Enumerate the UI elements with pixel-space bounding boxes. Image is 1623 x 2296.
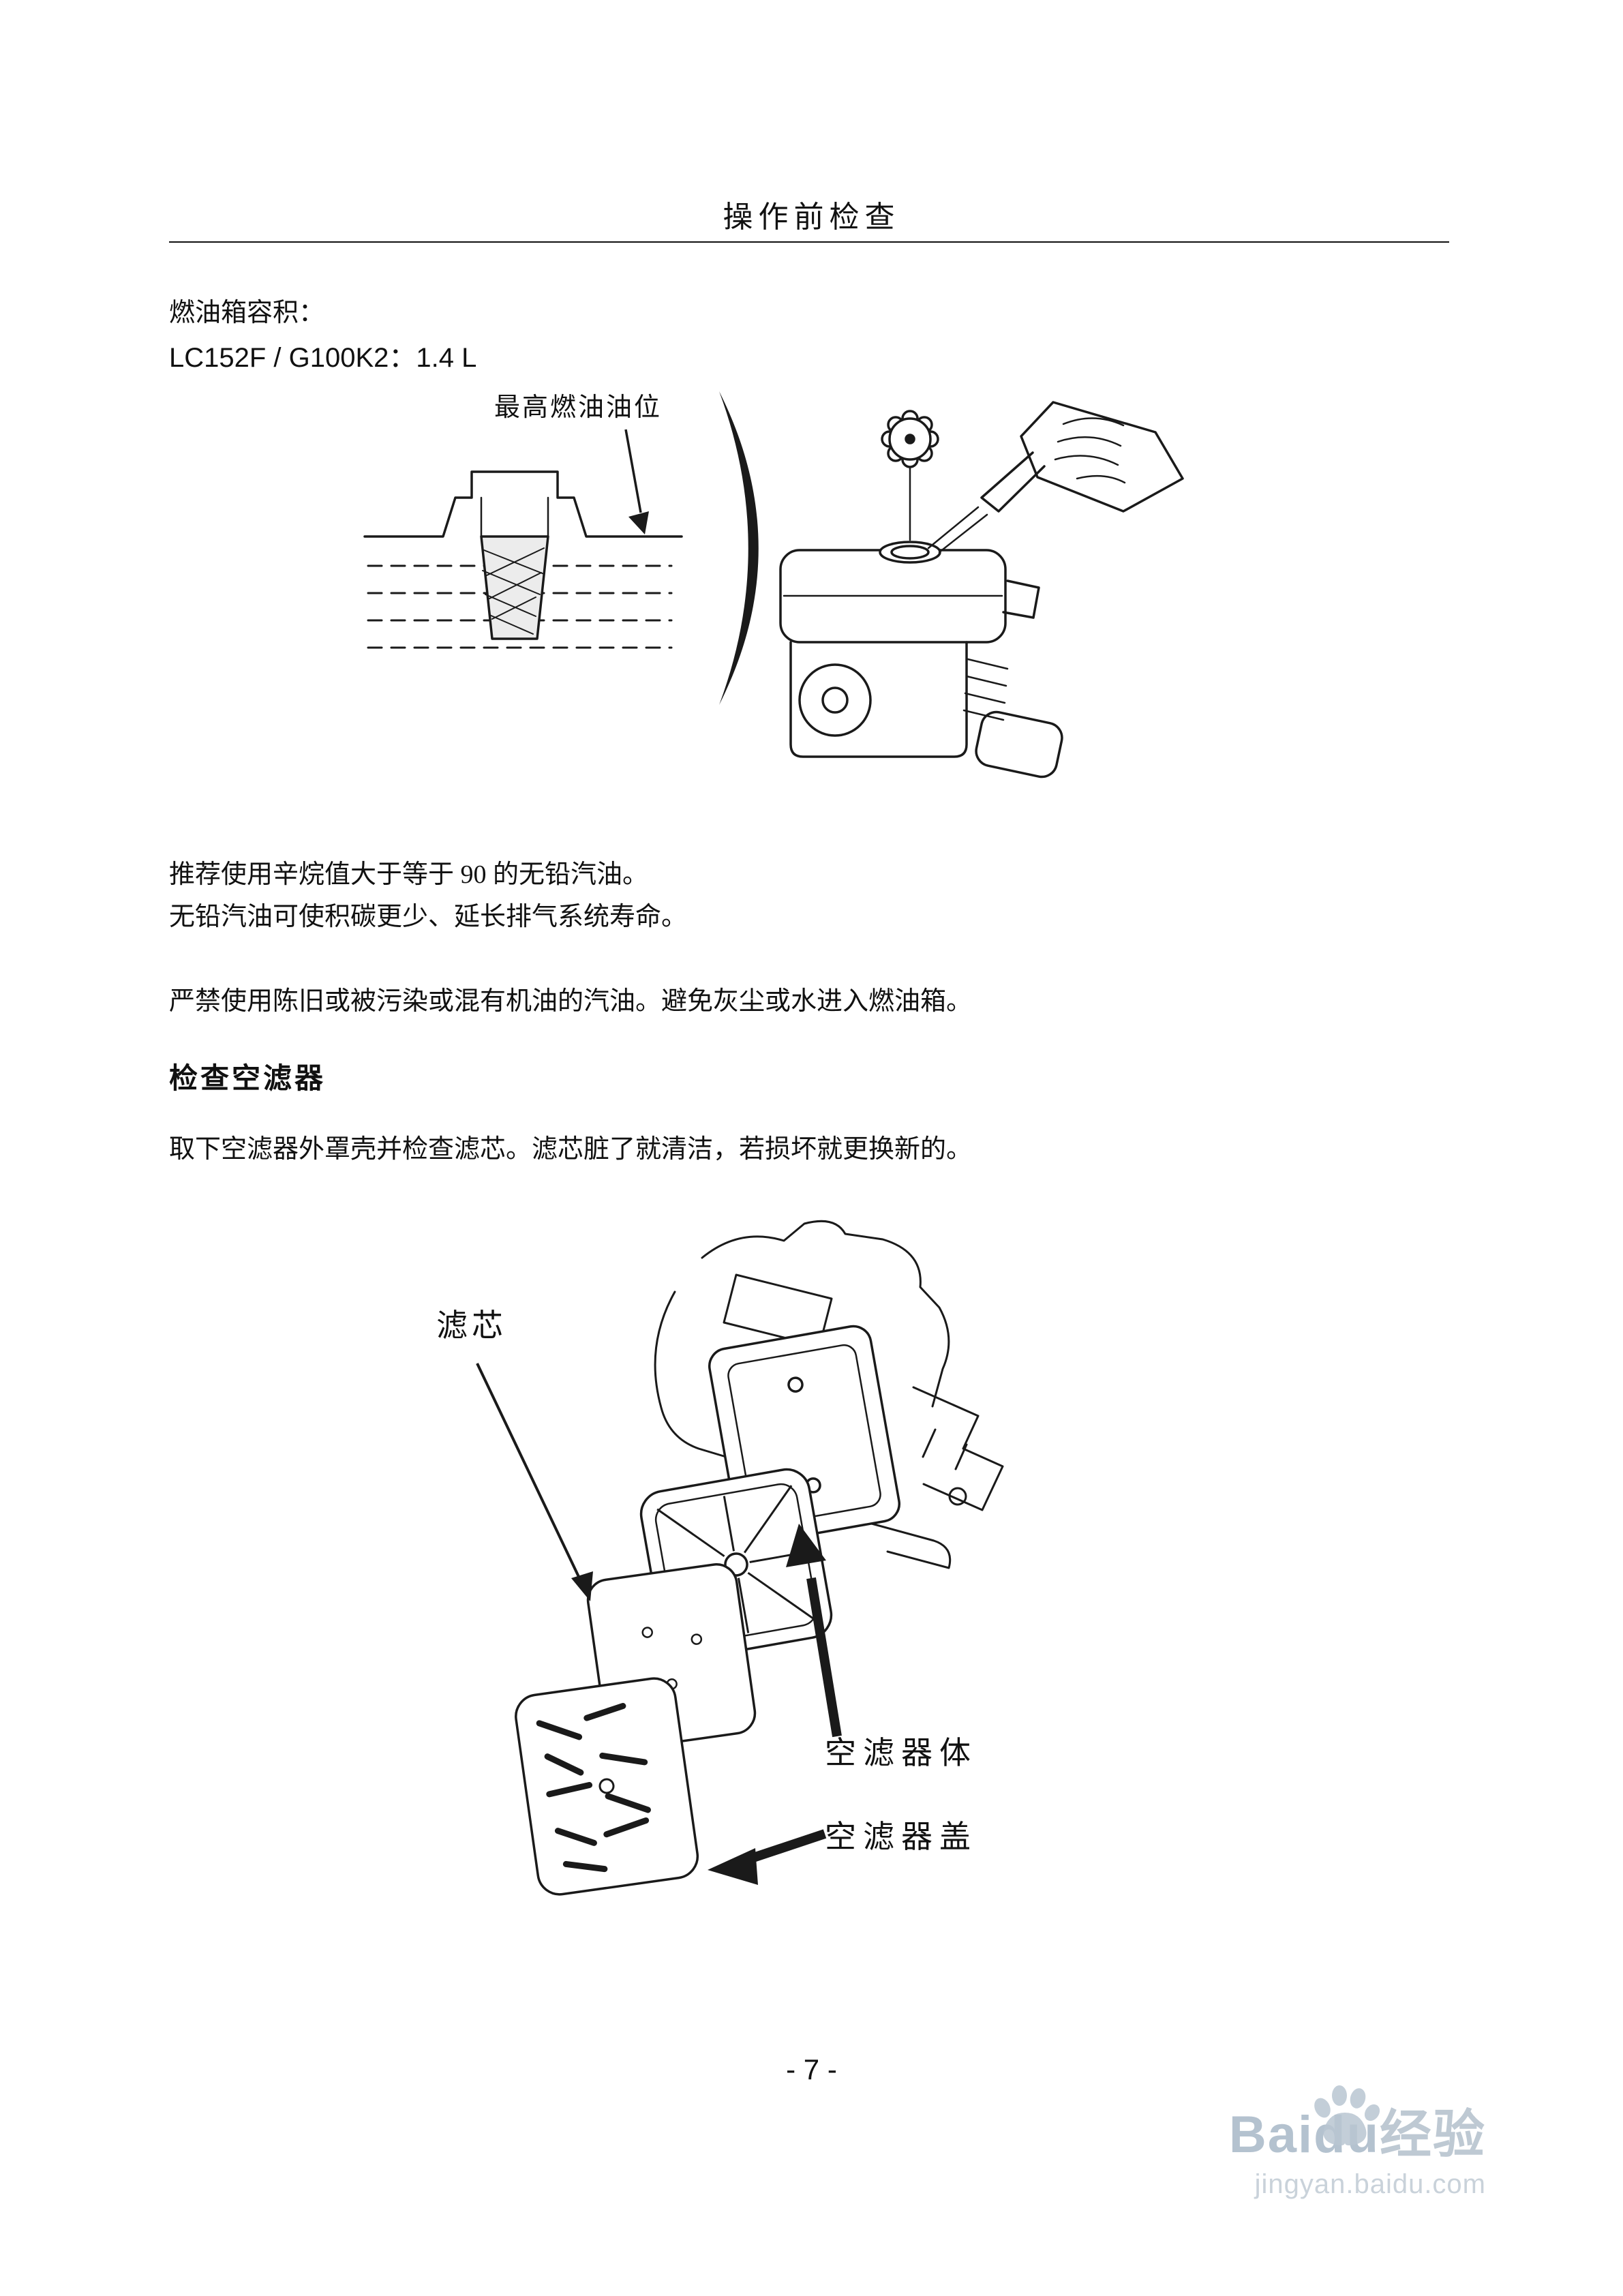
- recommendation-line-2: 无铅汽油可使积碳更少、延长排气系统寿命。: [169, 903, 688, 931]
- fuel-capacity-value: LC152F / G100K2：1.4 L: [169, 343, 477, 373]
- recoil-starter: [798, 663, 872, 737]
- element-arrow-line: [476, 1363, 581, 1579]
- cover-arrow-line: [751, 1829, 827, 1862]
- watermark-suffix-text: 经验: [1380, 2106, 1486, 2164]
- fuel-warning: 严禁使用陈旧或被污染或混有机油的汽油。避免灰尘或水进入燃油箱。: [169, 987, 973, 1016]
- air-filter-exploded-diagram: 滤芯 空滤器体 空滤器盖: [436, 1220, 1004, 1896]
- page-title: 操作前检查: [723, 200, 900, 234]
- filler-neck-lines: [480, 496, 549, 538]
- zoom-crescent: [719, 391, 759, 705]
- engine-body: [789, 641, 968, 758]
- air-filter-heading: 检查空滤器: [169, 1062, 327, 1094]
- body-label: 空滤器体: [825, 1736, 977, 1770]
- paw-icon: [1314, 2085, 1380, 2146]
- filter-cover: [515, 1677, 699, 1896]
- max-fuel-level-label: 最高燃油油位: [494, 393, 662, 422]
- recommendation-line-1: 推荐使用辛烷值大于等于 90 的无铅汽油。: [169, 860, 649, 889]
- baidu-jingyan-watermark: Baidu经验 jingyan.baidu.com: [1229, 2085, 1486, 2200]
- fuel-can: [1020, 401, 1184, 513]
- fuel-cap-knob: [881, 410, 939, 468]
- watermark-url: jingyan.baidu.com: [1254, 2169, 1486, 2199]
- fuel-can-spout: [980, 451, 1046, 513]
- tank-top-outline: [363, 470, 683, 538]
- muffler: [975, 710, 1063, 779]
- max-level-arrowhead: [628, 511, 649, 534]
- air-filter-instruction: 取下空滤器外罩壳并检查滤芯。滤芯脏了就清洁，若损坏就更换新的。: [169, 1135, 973, 1164]
- hand-sketch: [1054, 417, 1126, 484]
- max-level-arrow-line: [624, 429, 642, 513]
- fuel-level-inset: [363, 470, 683, 649]
- cylinder-fins: [962, 658, 1009, 721]
- cover-vent-slots: [536, 1703, 651, 1873]
- element-arrowhead: [571, 1571, 593, 1601]
- fuel-capacity-label: 燃油箱容积：: [169, 299, 325, 327]
- cover-label: 空滤器盖: [825, 1819, 977, 1854]
- element-label: 滤芯: [436, 1308, 507, 1343]
- engine-fuel-fill-sketch: [779, 401, 1184, 779]
- header-rule: [169, 241, 1449, 243]
- body-arrow-line: [806, 1577, 842, 1738]
- cover-arrowhead: [708, 1848, 758, 1885]
- fuel-stream: [927, 506, 988, 554]
- strainer-cup: [480, 535, 549, 640]
- fuel-recommendation: 推荐使用辛烷值大于等于 90 的无铅汽油。 无铅汽油可使积碳更少、延长排气系统寿…: [169, 854, 687, 938]
- page-number: - 7 -: [786, 2053, 837, 2085]
- body-arrowhead: [786, 1524, 826, 1567]
- tank-bracket: [1002, 579, 1040, 619]
- fuel-filling-diagram: 最高燃油油位: [363, 391, 1184, 779]
- strainer-hatch: [482, 547, 545, 635]
